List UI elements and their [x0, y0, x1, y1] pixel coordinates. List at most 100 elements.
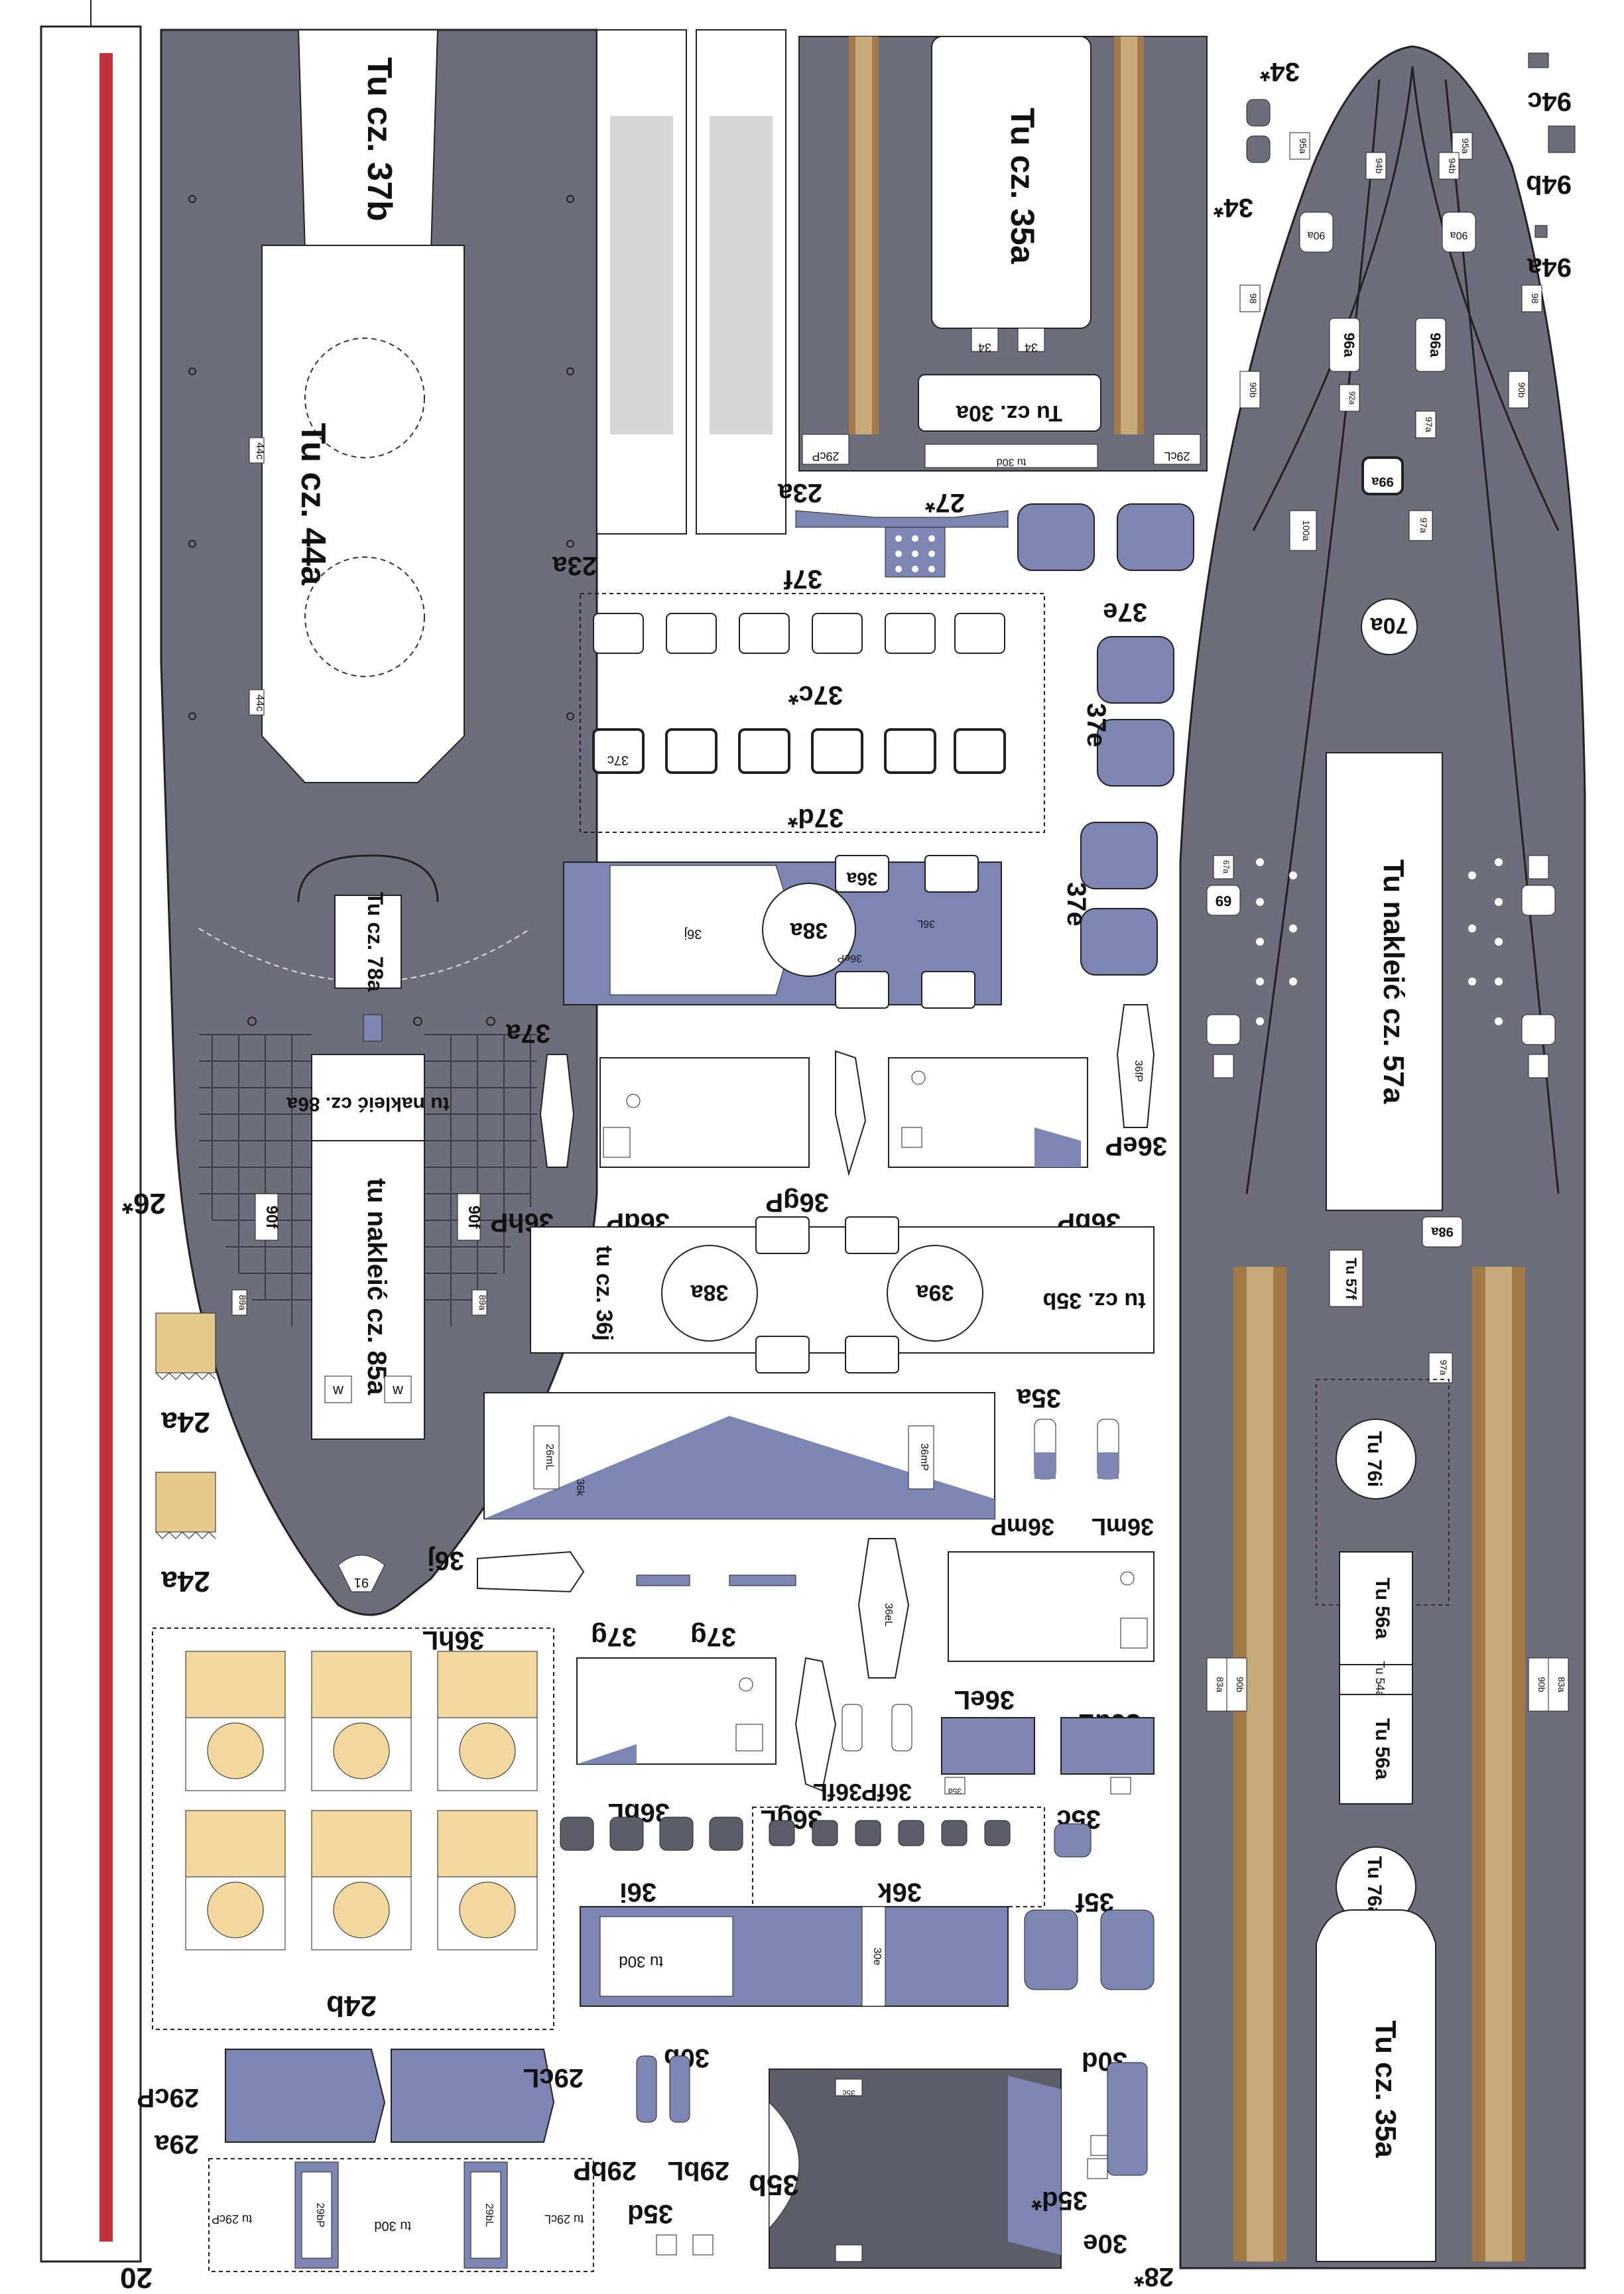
- label-35d: 35d: [627, 2199, 673, 2228]
- tag-36L: 36L: [917, 918, 935, 929]
- part-29: 29cL 29cP 29a 29bP 29bL tu 29cP tu 30d t…: [137, 2049, 729, 2272]
- tag-44c-b: 44c: [254, 694, 265, 712]
- label-36k: 36k: [877, 1878, 922, 1907]
- tag-36eP: 36eP: [838, 952, 862, 964]
- label-29a: 29a: [155, 2130, 199, 2159]
- tag-67a: 67a: [1221, 860, 1231, 873]
- tag-tu36j: tu cz. 36j: [592, 1245, 617, 1341]
- tag-98a: 98a: [1430, 1224, 1453, 1239]
- label-36j: 36j: [427, 1546, 464, 1575]
- tag-tu35b: tu cz. 35b: [1043, 1288, 1146, 1313]
- label-36eP: 36eP: [1105, 1131, 1167, 1161]
- tag-83a-l: 83a: [1215, 1677, 1225, 1692]
- label-20: 20: [120, 2262, 153, 2294]
- tag-90b-r2: 90b: [1536, 1677, 1547, 1692]
- panel-56a-1: Tu 56a: [1371, 1578, 1393, 1639]
- tag-34b: 34: [1025, 341, 1038, 354]
- label-29cP: 29cP: [137, 2083, 199, 2112]
- tag-29cP: 29cP: [812, 450, 839, 463]
- label-34b: 34*: [1214, 193, 1253, 222]
- part-23a: 23a 23a: [552, 29, 822, 580]
- panel-86a: tu nakleić cz. 86a: [286, 1093, 449, 1115]
- tag-29bL: 29bL: [483, 2203, 495, 2227]
- label-94c: 94c: [1527, 87, 1572, 116]
- panel-37b: Tu cz. 37b: [360, 57, 399, 222]
- label-37g-2: 37g: [690, 1622, 736, 1651]
- part-36hL-37g: 36hL 37g 37g: [422, 1551, 796, 1655]
- tag-98-l: 98: [1248, 293, 1259, 304]
- tag-30d: tu 30d: [997, 456, 1026, 468]
- tag-95a: 95a: [1298, 138, 1308, 154]
- label-37e-2: 37e: [1082, 703, 1111, 747]
- part-20-strip: 20: [40, 0, 153, 2294]
- tag-29bP: 29bP: [314, 2202, 326, 2227]
- panel-35a-r: Tu cz. 35a: [1369, 2020, 1402, 2158]
- tag-35c: 35c: [842, 2088, 855, 2098]
- label-29bL: 29bL: [668, 2156, 729, 2185]
- tag-91: 91: [354, 1575, 369, 1590]
- label-28: 28*: [1134, 2262, 1174, 2291]
- label-24a-2: 24a: [161, 1565, 210, 1598]
- p35a-title: Tu cz. 35a: [1004, 107, 1041, 264]
- tag-89a-l: 89a: [237, 1295, 248, 1310]
- label-37d: 37d*: [787, 803, 843, 832]
- tag-34a: 34: [978, 341, 991, 354]
- tag-97a-3: 97a: [1438, 1360, 1449, 1375]
- label-29cL: 29cL: [523, 2063, 584, 2092]
- tag-83a-r: 83a: [1556, 1677, 1567, 1692]
- p35a-sub: Tu cz. 30a: [956, 401, 1062, 426]
- part-36k: 26mL 36mP 36k 36mP 36mL 36j: [427, 1392, 1154, 1575]
- panel-78a: Tu cz. 78a: [363, 892, 387, 992]
- tag-94b-r: 94b: [1447, 158, 1458, 174]
- part-35b: 35c 35b 35d 35d* 30e: [627, 2062, 1148, 2269]
- tag-39a: 39a: [916, 1280, 954, 1305]
- panel-54a: Tu 54a: [1373, 1661, 1387, 1698]
- label-23a-1: 23a: [552, 551, 597, 580]
- tag-38a-b: 38a: [690, 1280, 729, 1305]
- tag-90b-r: 90b: [1517, 382, 1527, 398]
- label-37e-1: 37e: [1103, 598, 1147, 627]
- tag-97a-1: 97a: [1424, 416, 1434, 432]
- tag-90f-l: 90f: [263, 1206, 281, 1230]
- label-34: 34*: [1260, 57, 1300, 86]
- tag-96a-r: 96a: [1427, 333, 1444, 357]
- panel-85a: tu nakleić cz. 85a: [362, 1179, 391, 1396]
- circle-70a: 70a: [1370, 613, 1408, 638]
- label-35d-star: 35d*: [1031, 2186, 1088, 2215]
- tag-97a-2: 97a: [1418, 517, 1429, 533]
- label-27: 27*: [925, 488, 965, 517]
- part-24b: 24b: [152, 1627, 554, 2030]
- tag-36k: 36k: [574, 1479, 586, 1497]
- tag-90a-r: 90a: [1450, 229, 1468, 241]
- label-29bP: 29bP: [573, 2156, 637, 2185]
- panel-44a: Tu cz. 44a: [294, 423, 332, 586]
- part-36i-36k: 36i 36k 35f: [560, 1807, 1114, 1917]
- tag-100a: 100a: [1301, 520, 1312, 541]
- part-35a: 38a 39a tu cz. 36j tu cz. 35b 35a: [530, 1216, 1155, 1413]
- part-30e-30b: tu 30d 30e 30b: [580, 1906, 1009, 2072]
- tag-35d: 35d: [948, 1787, 962, 1796]
- label-30e: 30e: [1083, 2229, 1127, 2258]
- tag-36fP: 36fP: [1133, 1060, 1144, 1082]
- tag-94b-l: 94b: [1374, 158, 1385, 174]
- label-36eL: 36eL: [954, 1685, 1015, 1714]
- circle-76i: Tu 76i: [1363, 1431, 1385, 1487]
- tag-tu29cL: tu 29cL: [544, 2212, 584, 2226]
- tag-89a-r: 89a: [477, 1295, 488, 1310]
- tag-99a: 99a: [1371, 474, 1393, 489]
- label-94a: 94a: [1527, 253, 1572, 282]
- part-37a: 38a 36j 36a 36L 36eP 37a: [506, 855, 1002, 1048]
- label-35b: 35b: [749, 2169, 799, 2201]
- label-37a: 37a: [506, 1019, 550, 1048]
- panel-56a-2: Tu 56a: [1371, 1718, 1393, 1780]
- part-30d: 30d: [1024, 1909, 1155, 2076]
- label-37f: 37f: [784, 564, 822, 594]
- label-23a-2: 23a: [778, 478, 822, 507]
- tag-36mP: 36mP: [918, 1443, 930, 1471]
- tag-44c: 44c: [254, 442, 265, 460]
- tag-36eL: 36eL: [883, 1603, 894, 1627]
- part-37f: 37f: [784, 510, 1009, 594]
- tag-36j: 36j: [684, 926, 702, 941]
- label-35a: 35a: [1017, 1383, 1061, 1413]
